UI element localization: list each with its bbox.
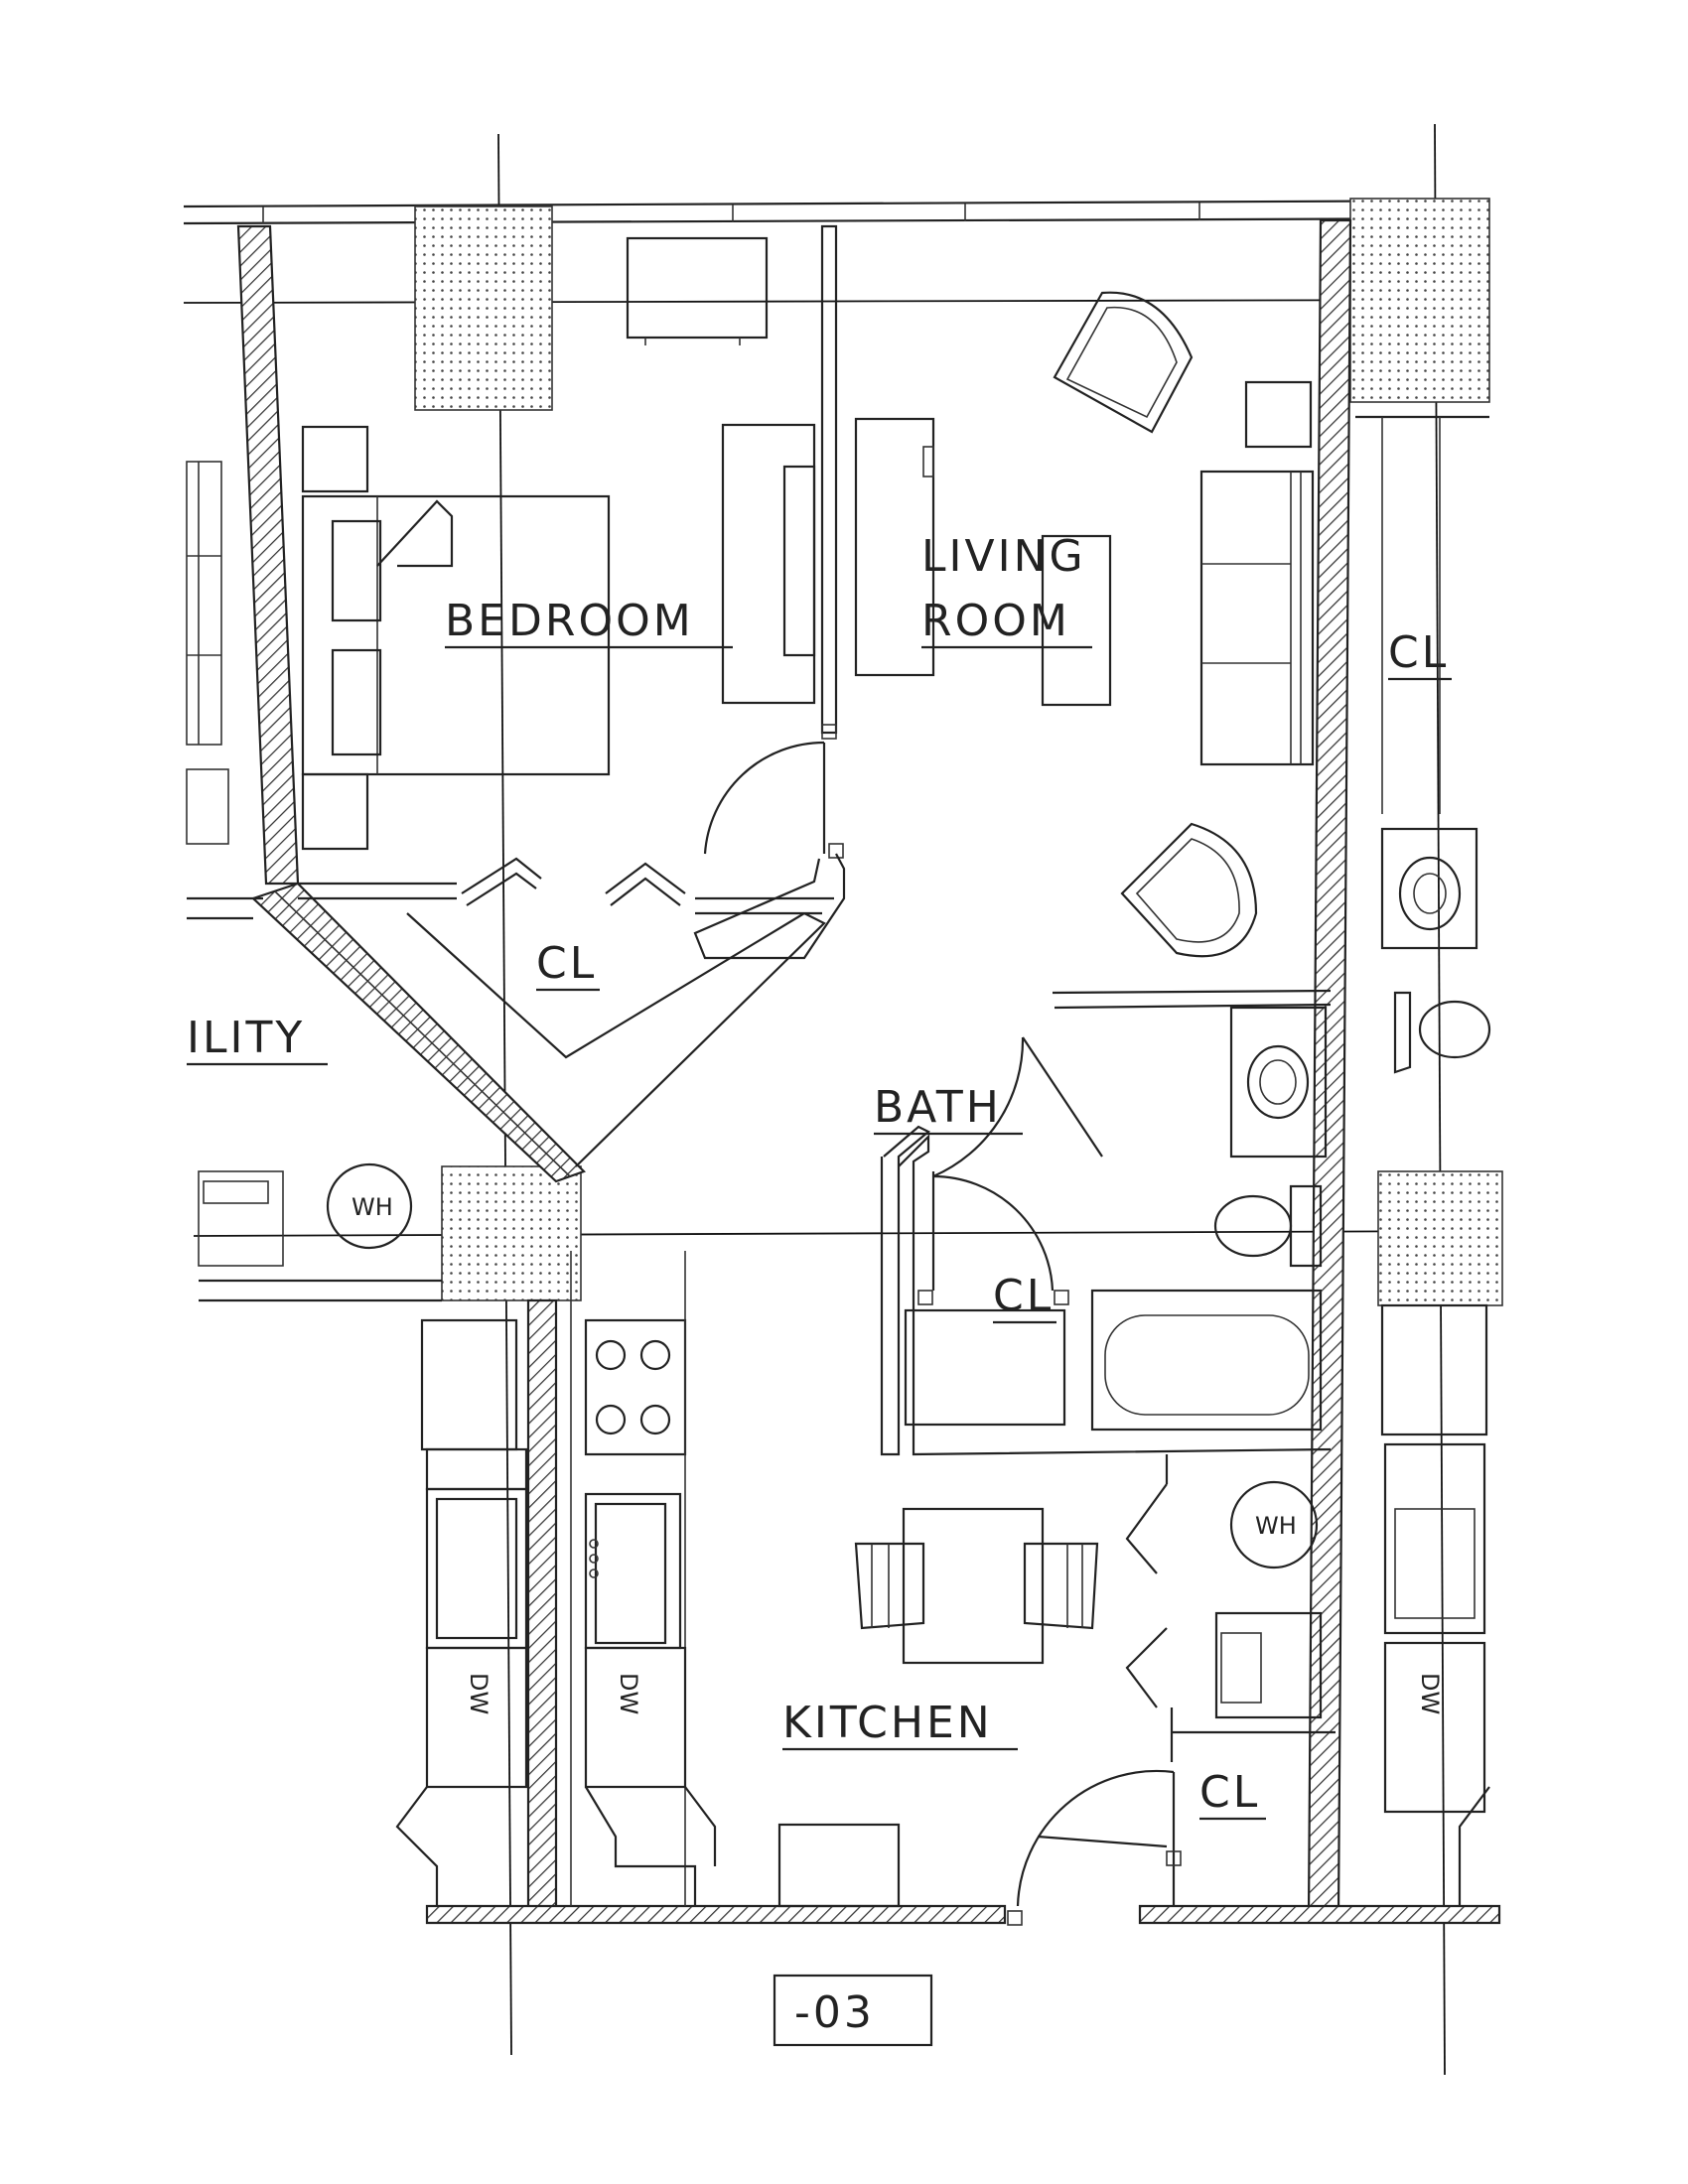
unit-number-box: [773, 1974, 933, 2047]
bath-closet: [904, 1171, 1069, 1427]
dishwasher-label: DW: [1416, 1673, 1444, 1714]
window-sill: [1377, 1170, 1503, 1306]
dishwasher-label: DW: [465, 1673, 492, 1714]
window-sill: [441, 1165, 582, 1301]
bedroom-closet: [298, 857, 834, 1167]
bathroom: [880, 989, 1332, 1456]
water-heater-label: WH: [352, 1193, 393, 1221]
water-heater-label: WH: [1255, 1512, 1297, 1540]
neighbor-right: [1355, 415, 1491, 1906]
dishwasher-label: DW: [615, 1673, 642, 1714]
bedroom-furniture: [301, 236, 816, 851]
water-heater-icon: [326, 1162, 413, 1250]
bedroom-door[interactable]: [703, 741, 826, 855]
top-exterior-wall: [183, 199, 1490, 225]
closet-label: CL: [1388, 627, 1449, 678]
walls: [236, 218, 1501, 1925]
living-room-furniture: [854, 291, 1315, 958]
room-label-living: LIVING: [921, 531, 1086, 582]
unit-number: -03: [794, 1987, 875, 2038]
partition-wall: [693, 224, 846, 960]
room-label-bedroom: BEDROOM: [445, 596, 694, 646]
neighbor-left: [186, 461, 442, 1302]
closet-label: CL: [993, 1271, 1054, 1321]
room-label-kitchen: KITCHEN: [782, 1698, 993, 1748]
water-heater-icon: [1229, 1480, 1319, 1570]
closet-label: CL: [1199, 1767, 1260, 1818]
window-sill: [414, 205, 553, 411]
window-sill: [1349, 198, 1490, 403]
bath-door[interactable]: [932, 1036, 1103, 1178]
room-label-room: ROOM: [921, 596, 1070, 646]
room-label-utility: ILITY: [187, 1013, 305, 1063]
kitchen-furniture: [395, 1251, 1336, 1926]
room-label-bath: BATH: [874, 1082, 1002, 1133]
closet-label: CL: [536, 938, 597, 989]
